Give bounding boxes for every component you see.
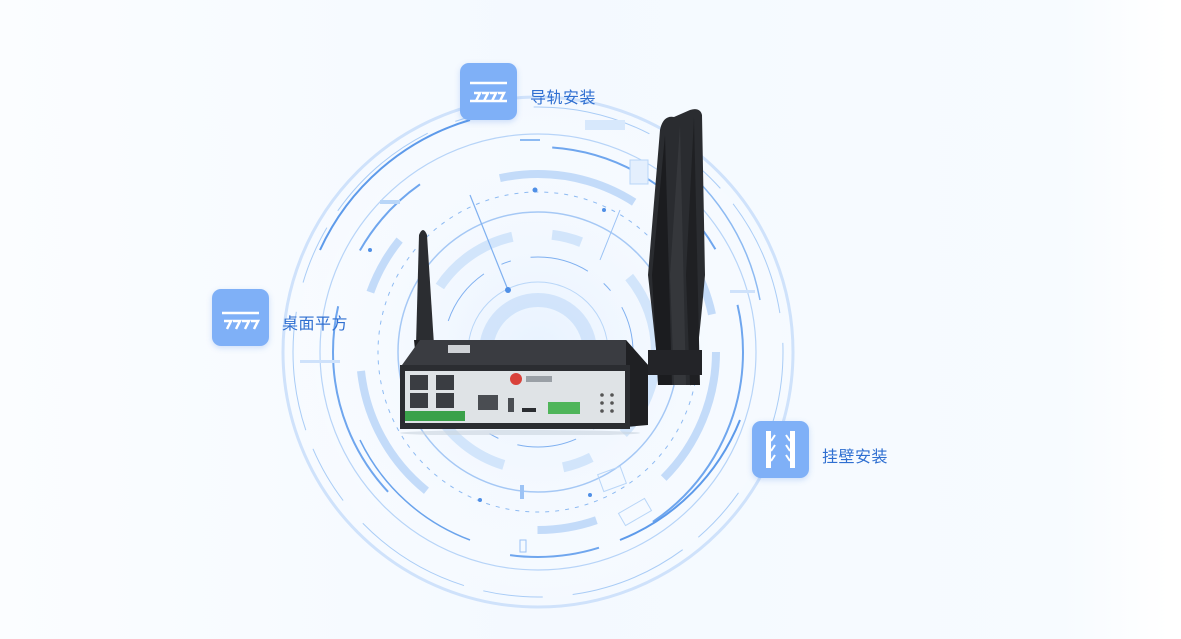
large-antenna [648,109,705,386]
ethernet-ports [410,375,514,412]
rail-mount-label: 导轨安装 [530,88,597,107]
terminal-block [548,402,580,414]
router-device [400,109,705,435]
desktop-mount-label: 桌面平方 [282,314,349,333]
brand-logo-icon [510,373,522,385]
port-strip [405,411,465,421]
din-rail-icon [460,63,517,120]
wall-mount-label: 挂壁安装 [822,447,889,466]
desktop-mount-icon [212,289,269,346]
status-leds [600,393,614,413]
wall-mount-icon [752,421,809,478]
